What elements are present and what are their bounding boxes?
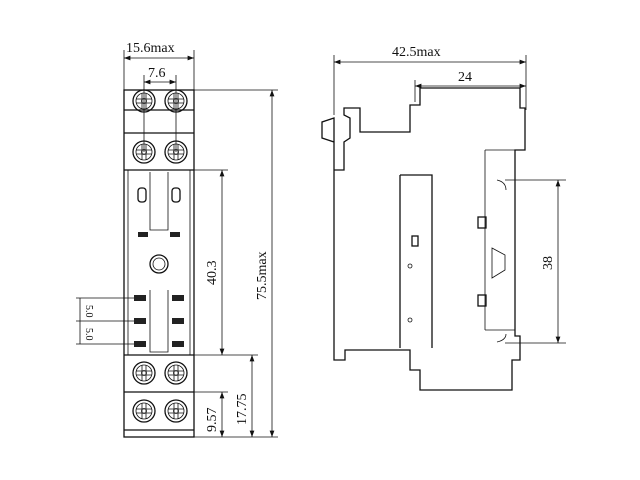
dim-terminal-pitch: 9.57 (205, 408, 220, 433)
dim-height-max: 75.5max (255, 251, 270, 300)
dim-rail-height: 38 (541, 256, 556, 270)
dim-pin-pitch-2: 5.0 (83, 328, 94, 341)
dim-socket-height: 40.3 (205, 261, 220, 286)
dim-terminal-offset: 17.75 (235, 394, 250, 426)
dim-width-max: 15.6max (126, 41, 175, 56)
dim-pin-pitch-1: 5.0 (83, 305, 94, 318)
side-view: 42.5max 24 38 (321, 45, 566, 391)
front-view: 15.6max 7.6 75.5max 40.3 17.75 9.57 5.0 … (76, 41, 278, 438)
dim-depth-max: 42.5max (392, 45, 441, 60)
dim-rail-depth: 24 (458, 70, 472, 85)
dim-pitch: 7.6 (148, 66, 166, 81)
